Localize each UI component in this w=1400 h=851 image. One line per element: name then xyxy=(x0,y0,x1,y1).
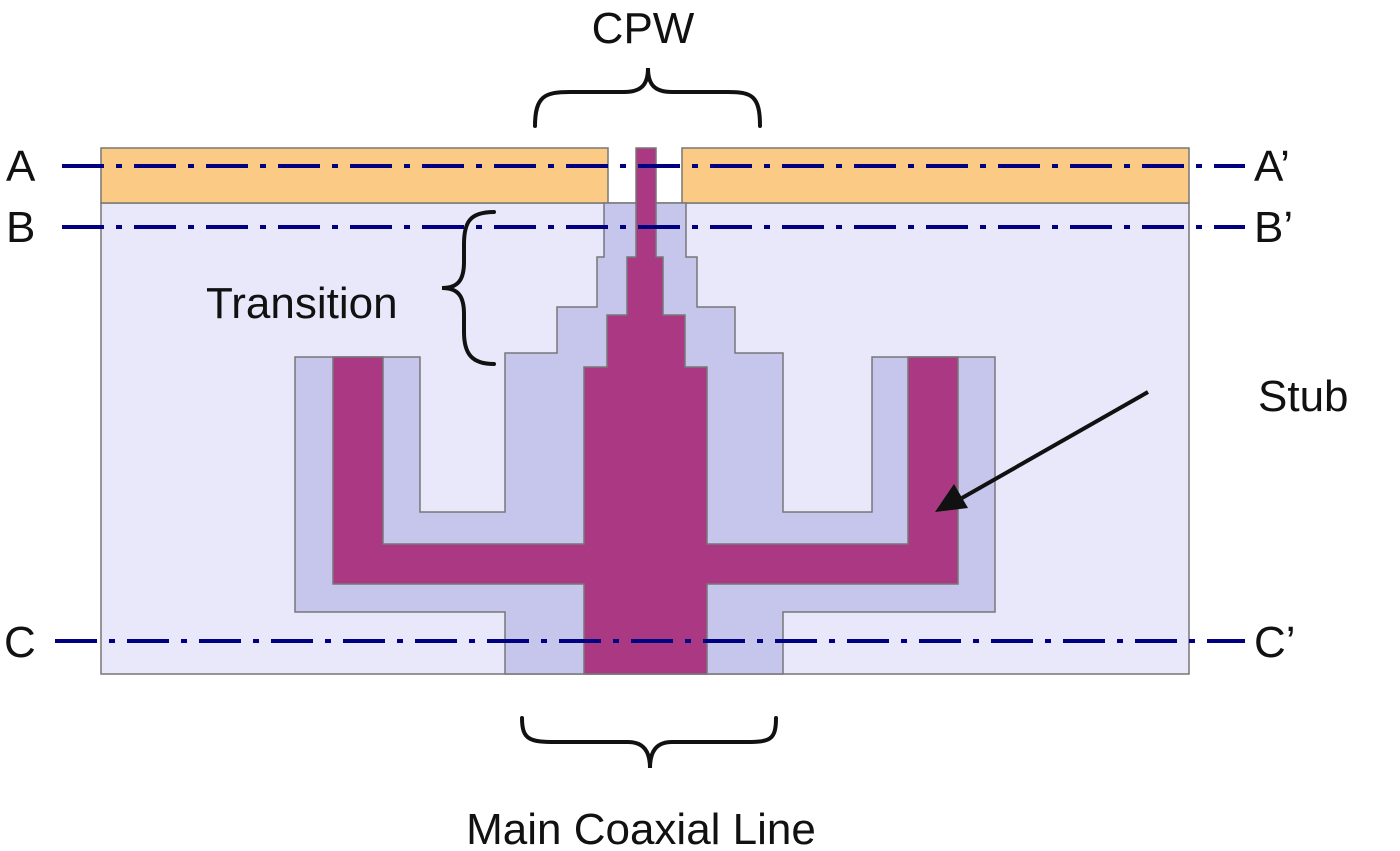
main-coaxial-brace xyxy=(520,716,778,769)
transition-label: Transition xyxy=(206,279,398,328)
cut-label-b-end: B’ xyxy=(1254,203,1293,252)
inner-conductor xyxy=(332,147,959,675)
stub-arrow-head xyxy=(935,484,968,512)
cut-label-a-end: A’ xyxy=(1254,142,1290,191)
stub-label: Stub xyxy=(1258,372,1349,421)
stub-arrow-line xyxy=(961,390,1149,500)
cpw-label: CPW xyxy=(592,4,695,53)
cpw-brace xyxy=(533,67,762,128)
cpw-ground-left xyxy=(100,147,609,204)
cut-label-c-end: C’ xyxy=(1254,618,1296,667)
transition-brace xyxy=(441,210,496,366)
cut-label-b-start: B xyxy=(6,203,35,252)
cut-label-c-start: C xyxy=(4,618,36,667)
cut-label-a-start: A xyxy=(6,142,36,191)
main-coaxial-label: Main Coaxial Line xyxy=(466,805,816,851)
cpw-ground-right xyxy=(681,147,1190,204)
